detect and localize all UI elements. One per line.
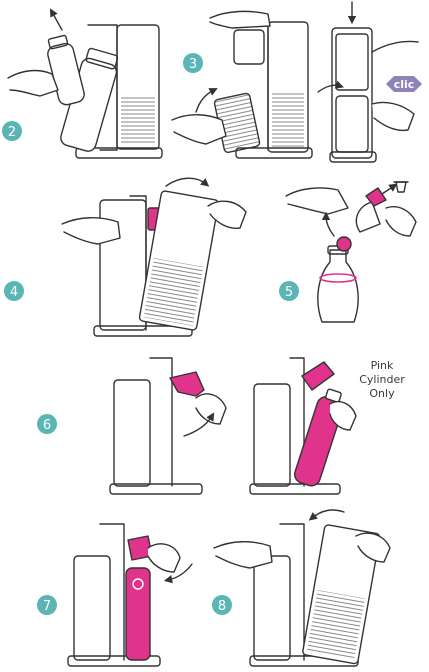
step-badge-8: 8 [212, 595, 232, 615]
machine-ribs [272, 92, 304, 148]
step-badge-4: 4 [4, 281, 24, 301]
curved-arrow [196, 90, 214, 112]
trash-icon [396, 182, 406, 192]
machine-spine [150, 358, 172, 486]
hand-right [386, 207, 416, 236]
panel-step-7 [68, 524, 192, 666]
open-arrow [166, 178, 206, 186]
step-badge-5: 5 [279, 281, 299, 301]
pink-cylinder-note: Pink Cylinder Only [359, 359, 405, 400]
down-arrow [326, 216, 334, 236]
hand-left [286, 188, 348, 214]
hand [148, 544, 180, 572]
pink-lever [302, 362, 334, 390]
bottle [336, 96, 368, 152]
cylinder-top [318, 250, 358, 322]
machine-base [236, 148, 312, 158]
step-badge-3: 3 [183, 53, 203, 73]
hand-left [214, 542, 272, 568]
svg-text:3: 3 [189, 57, 197, 72]
hand-left [62, 218, 120, 244]
hand-right [372, 102, 414, 130]
top-housing [336, 34, 368, 90]
svg-text:Only: Only [369, 387, 395, 400]
svg-text:Cylinder: Cylinder [359, 373, 405, 386]
pink-cylinder [126, 568, 150, 660]
svg-text:5: 5 [285, 285, 293, 300]
machine-ribs [121, 95, 155, 145]
pink-lever [170, 372, 204, 396]
hand-bottom [172, 115, 226, 144]
panel-step-3 [172, 11, 312, 158]
to-trash-arrow [382, 186, 394, 194]
hand-top [210, 11, 270, 28]
panel-step-2 [8, 12, 162, 158]
panel-step-6-left [110, 358, 226, 494]
machine-body [74, 556, 110, 660]
step-badge-7: 7 [37, 595, 57, 615]
svg-text:6: 6 [43, 418, 51, 433]
step-badge-2: 2 [2, 121, 22, 141]
clic-badge: clic [386, 76, 422, 92]
panel-step-8 [214, 510, 390, 666]
panel-step-4 [62, 178, 246, 336]
svg-text:Pink: Pink [371, 359, 394, 372]
panel-step-5 [286, 182, 416, 322]
up-arrow [52, 12, 62, 30]
machine-body [254, 556, 290, 660]
hand-right-top [372, 41, 418, 52]
svg-text:7: 7 [43, 599, 51, 614]
hand [8, 71, 58, 96]
svg-text:4: 4 [10, 285, 18, 300]
svg-text:2: 2 [8, 125, 16, 140]
step-badge-6: 6 [37, 414, 57, 434]
machine-body [114, 380, 150, 486]
top-mechanism [234, 30, 264, 64]
machine-front [332, 28, 372, 158]
cylinder-upper [356, 202, 380, 232]
svg-text:8: 8 [218, 599, 226, 614]
machine-spine [280, 524, 304, 660]
panel-step-6-right [250, 358, 356, 494]
hand [196, 394, 226, 424]
svg-text:clic: clic [394, 78, 415, 91]
removed-cap [337, 237, 351, 251]
machine-base [330, 152, 376, 162]
door-ribs [144, 258, 204, 326]
machine-body [254, 384, 290, 486]
close-arrow [312, 510, 344, 518]
machine-spine [100, 524, 124, 660]
